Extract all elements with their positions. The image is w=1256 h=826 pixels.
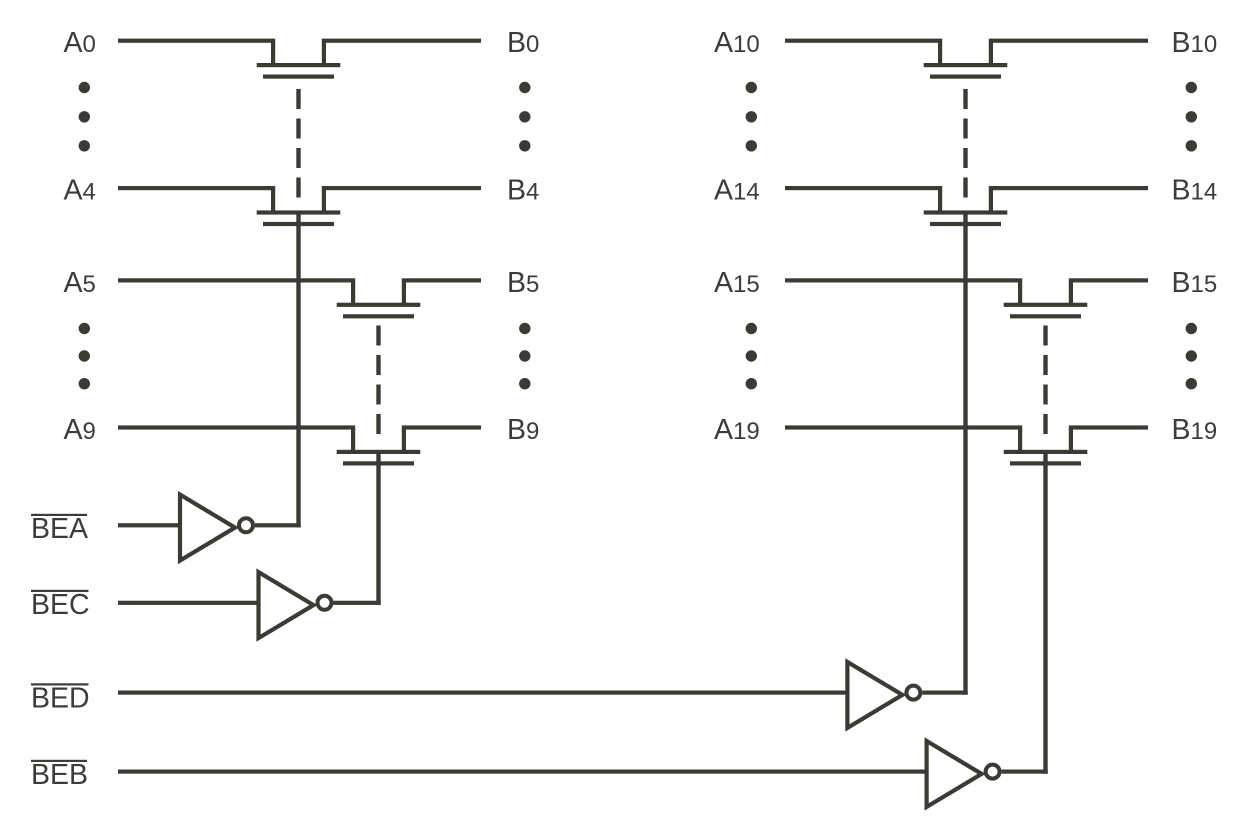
svg-text:A4: A4 (64, 175, 96, 207)
svg-text:B5: B5 (507, 267, 539, 299)
svg-text:B0: B0 (507, 27, 539, 59)
svg-text:B4: B4 (507, 175, 539, 207)
svg-text:BED: BED (31, 683, 90, 715)
svg-text:B19: B19 (1172, 414, 1218, 446)
svg-text:BEB: BEB (31, 759, 88, 791)
svg-text:A15: A15 (714, 267, 760, 299)
svg-text:BEC: BEC (31, 589, 90, 621)
svg-text:A14: A14 (714, 175, 760, 207)
svg-text:A5: A5 (64, 267, 96, 299)
svg-text:B10: B10 (1172, 27, 1218, 59)
svg-text:A19: A19 (714, 414, 760, 446)
svg-text:A0: A0 (64, 27, 96, 59)
svg-text:B9: B9 (507, 414, 539, 446)
svg-text:A10: A10 (714, 27, 760, 59)
svg-text:BEA: BEA (31, 513, 88, 545)
svg-text:B14: B14 (1172, 175, 1218, 207)
svg-text:B15: B15 (1172, 267, 1218, 299)
svg-text:A9: A9 (64, 414, 96, 446)
